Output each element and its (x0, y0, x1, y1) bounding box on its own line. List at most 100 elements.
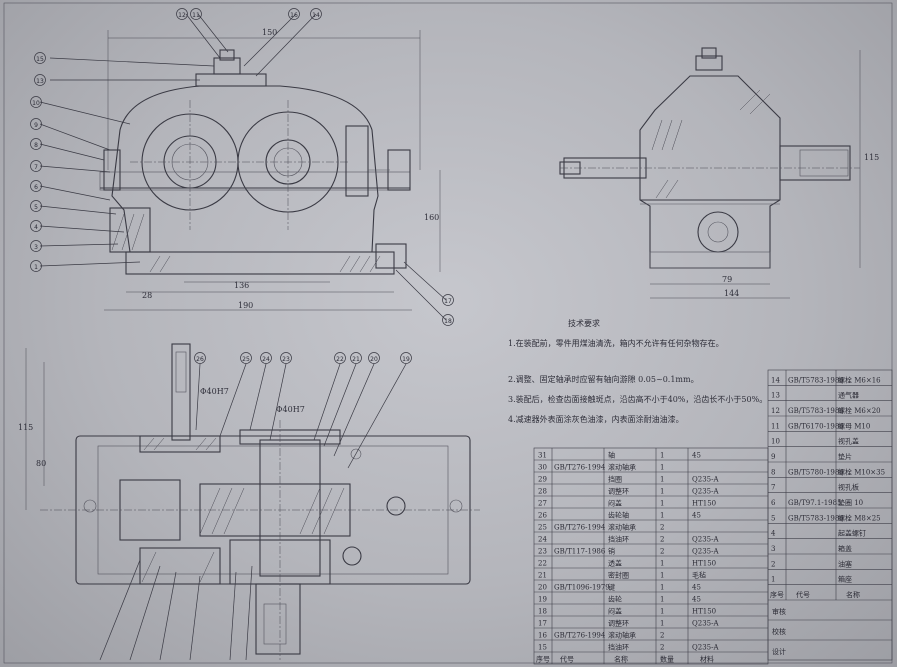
table-row: 2 油塞 (771, 559, 852, 568)
svg-text:18: 18 (444, 318, 452, 325)
row-number: 20 (538, 584, 547, 592)
row-material: Q235-A (692, 644, 719, 652)
dim-base-offset: 28 (142, 291, 152, 300)
row-name: 挡油环 (608, 535, 629, 544)
row-name: 闷盖 (608, 499, 622, 508)
row-qty: 1 (660, 572, 664, 580)
row-material: 45 (692, 596, 701, 604)
dim-side-inner: 79 (722, 275, 732, 284)
svg-text:1: 1 (34, 264, 38, 271)
row-name: 闷盖 (608, 607, 622, 616)
svg-text:20: 20 (370, 356, 378, 363)
row-qty: 1 (660, 596, 664, 604)
plan-callouts: 26 25 24 23 22 21 20 19 (194, 352, 412, 364)
callout-bubble: 3 (30, 240, 42, 252)
row-number: 17 (538, 620, 547, 628)
row-qty: 1 (660, 608, 664, 616)
callout-bubble: 11 (190, 8, 202, 20)
svg-text:17: 17 (444, 298, 452, 305)
row-name: 滚动轴承 (608, 631, 636, 640)
row-number: 24 (538, 536, 547, 544)
row-code: GB/T276-1994 (554, 464, 606, 472)
row-number: 12 (771, 407, 780, 415)
row-name: 齿轮 (608, 595, 622, 604)
row-name: 轴 (608, 451, 615, 460)
callout-bubble: 21 (350, 352, 362, 364)
row-number: 16 (538, 632, 547, 640)
row-name: 挡圈 (608, 475, 622, 484)
row-name: 油塞 (838, 559, 852, 568)
note-4: 4.减速器外表面涂灰色油漆，内表面涂耐油油漆。 (508, 414, 684, 424)
row-name: 键 (608, 583, 615, 592)
front-callouts: 12 11 16 14 15 13 10 9 8 7 6 5 4 3 1 17 … (30, 8, 454, 326)
svg-text:16: 16 (290, 12, 298, 19)
callout-bubble: 19 (400, 352, 412, 364)
row-number: 8 (771, 468, 775, 476)
row-code: GB/T117-1986 (554, 548, 606, 556)
dim-plan-2: 80 (36, 459, 46, 468)
row-number: 1 (771, 576, 775, 584)
row-name: 调整环 (608, 619, 629, 628)
row-number: 13 (771, 392, 780, 400)
footer-label: 设计 (772, 647, 786, 656)
callout-bubble: 16 (288, 8, 300, 20)
row-number: 15 (538, 644, 547, 652)
row-material: 45 (692, 512, 701, 520)
callout-bubble: 25 (240, 352, 252, 364)
header-material: 材料 (700, 655, 714, 664)
row-number: 31 (538, 452, 547, 460)
row-name: 调整环 (608, 487, 629, 496)
row-number: 25 (538, 524, 547, 532)
row-number: 27 (538, 500, 547, 508)
footer-label: 审核 (772, 607, 786, 616)
row-name: 螺母 M10 (838, 421, 870, 430)
row-material: Q235-A (692, 488, 719, 496)
svg-text:9: 9 (34, 122, 38, 129)
callout-bubble: 5 (30, 200, 42, 212)
row-name: 销 (608, 547, 615, 556)
notes-title: 技术要求 (568, 318, 600, 328)
svg-text:24: 24 (262, 356, 270, 363)
plan-view: 115 80 Φ40H7 Φ40H7 (18, 343, 480, 661)
callout-bubble: 10 (30, 96, 42, 108)
svg-text:12: 12 (178, 12, 186, 19)
svg-text:13: 13 (36, 78, 44, 85)
row-number: 21 (538, 572, 547, 580)
row-name: 视孔盖 (838, 437, 859, 446)
row-material: 45 (692, 584, 701, 592)
row-code: GB/T5783-1986 (788, 407, 844, 415)
row-number: 2 (771, 560, 775, 568)
sheet-border (3, 2, 893, 664)
row-number: 9 (771, 453, 775, 461)
dim-side-height: 115 (864, 153, 879, 162)
row-number: 11 (771, 422, 780, 430)
row-name: 垫圈 10 (838, 498, 863, 507)
row-name: 螺栓 M6×16 (838, 375, 881, 384)
callout-bubble: 12 (176, 8, 188, 20)
row-material: HT150 (692, 608, 716, 616)
front-view: 150 (39, 13, 447, 321)
dim-plan-shaft: Φ40H7 (276, 405, 305, 414)
row-qty: 2 (660, 632, 664, 640)
row-qty: 1 (660, 620, 664, 628)
row-qty: 1 (660, 512, 664, 520)
